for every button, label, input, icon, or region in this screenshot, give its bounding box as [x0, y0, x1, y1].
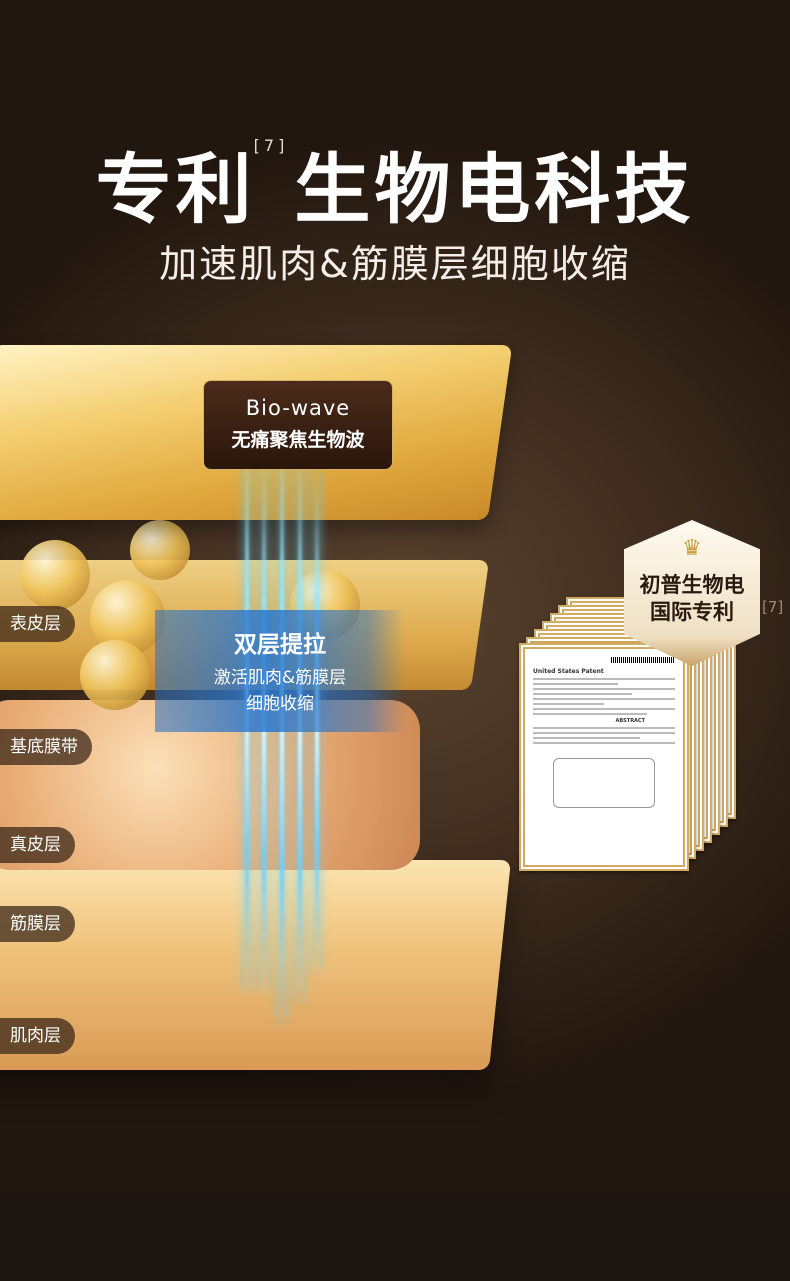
certificate-front: United States Patent ABSTRACT — [519, 643, 689, 871]
cell-bubble — [80, 640, 150, 710]
barcode — [611, 657, 675, 663]
layer-label-epidermis: 表皮层 — [0, 606, 75, 642]
badge-line2: 国际专利 — [650, 600, 734, 624]
bio-wave-callout: Bio-wave 无痛聚焦生物波 — [203, 380, 393, 470]
patent-diagram — [553, 758, 655, 808]
page-title: 专利[7]生物电科技 — [95, 136, 695, 234]
page-subtitle: 加速肌肉&筋膜层细胞收缩 — [159, 242, 631, 286]
bottom-band — [0, 1193, 790, 1281]
patent-doc-title: United States Patent — [533, 668, 604, 675]
double-lift-callout: 双层提拉 激活肌肉&筋膜层 细胞收缩 — [155, 610, 405, 732]
layer-label-fascia: 筋膜层 — [0, 906, 75, 942]
crown-icon: ♛ — [682, 536, 702, 561]
cell-bubble — [20, 540, 90, 610]
bio-wave-zh: 无痛聚焦生物波 — [231, 429, 365, 451]
badge-line1: 初普生物电 — [639, 573, 745, 597]
patent-badge: ♛ 初普生物电国际专利 — [624, 520, 760, 666]
lift-line2: 细胞收缩 — [246, 694, 314, 714]
layer-label-basement-membrane: 基底膜带 — [0, 729, 92, 765]
footnote-ref: [7] — [253, 136, 289, 155]
bio-wave-en: Bio-wave — [245, 396, 351, 420]
muscle-slab — [0, 860, 512, 1070]
cell-bubble — [130, 520, 190, 580]
lift-heading: 双层提拉 — [234, 632, 326, 658]
lift-line1: 激活肌肉&筋膜层 — [213, 668, 347, 688]
patent-abstract-heading: ABSTRACT — [615, 718, 646, 724]
layer-label-dermis: 真皮层 — [0, 827, 75, 863]
layer-label-muscle: 肌肉层 — [0, 1018, 75, 1054]
patent-footnote-ref: [7] — [762, 598, 784, 616]
